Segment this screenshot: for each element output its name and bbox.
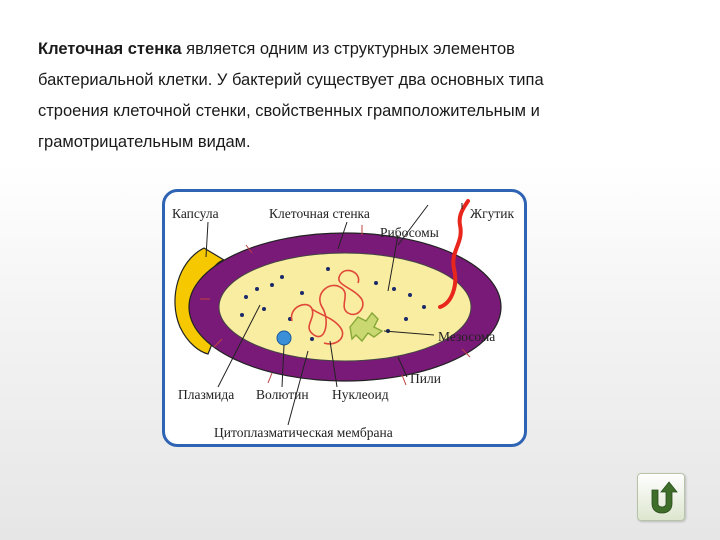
pili (200, 225, 471, 386)
label-capsule: Капсула (172, 206, 219, 221)
intro-line-1: Клеточная стенка является одним из струк… (38, 34, 698, 65)
label-pili: Пили (410, 371, 441, 386)
return-button[interactable] (637, 473, 685, 521)
label-ribosomes: Рибосомы (380, 225, 439, 240)
mesosome-shape (349, 311, 384, 343)
label-cytoplasmic-membrane: Цитоплазматическая мембрана (214, 425, 393, 440)
intro-line-2: бактериальной клетки. У бактерий существ… (38, 71, 544, 89)
intro-text: Клеточная стенка является одним из струк… (38, 34, 698, 158)
nucleoid-shape (290, 269, 364, 345)
bacterial-cell-diagram: Капсула Клеточная стенка Жгутик Рибосомы… (162, 189, 527, 447)
intro-bold-term: Клеточная стенка (38, 40, 182, 58)
label-plasmid: Плазмида (178, 387, 234, 402)
intro-line-3: строения клеточной стенки, свойственных … (38, 102, 540, 120)
intro-line-4: грамотрицательным видам. (38, 133, 251, 151)
label-flagellum: Жгутик (470, 206, 515, 221)
volutin-shape (276, 330, 292, 346)
label-volutin: Волютин (256, 387, 309, 402)
intro-line-1-rest: является одним из структурных элементов (181, 40, 515, 58)
return-arrow-icon (651, 481, 678, 514)
label-mesosome: Мезосома (438, 329, 495, 344)
cytoplasm-shape (218, 252, 472, 362)
ribosomes (240, 267, 426, 341)
label-nucleoid: Нуклеоид (332, 387, 389, 402)
flagellum-shape (438, 199, 470, 309)
leader-lines (205, 203, 463, 426)
label-cell-wall: Клеточная стенка (269, 206, 370, 221)
